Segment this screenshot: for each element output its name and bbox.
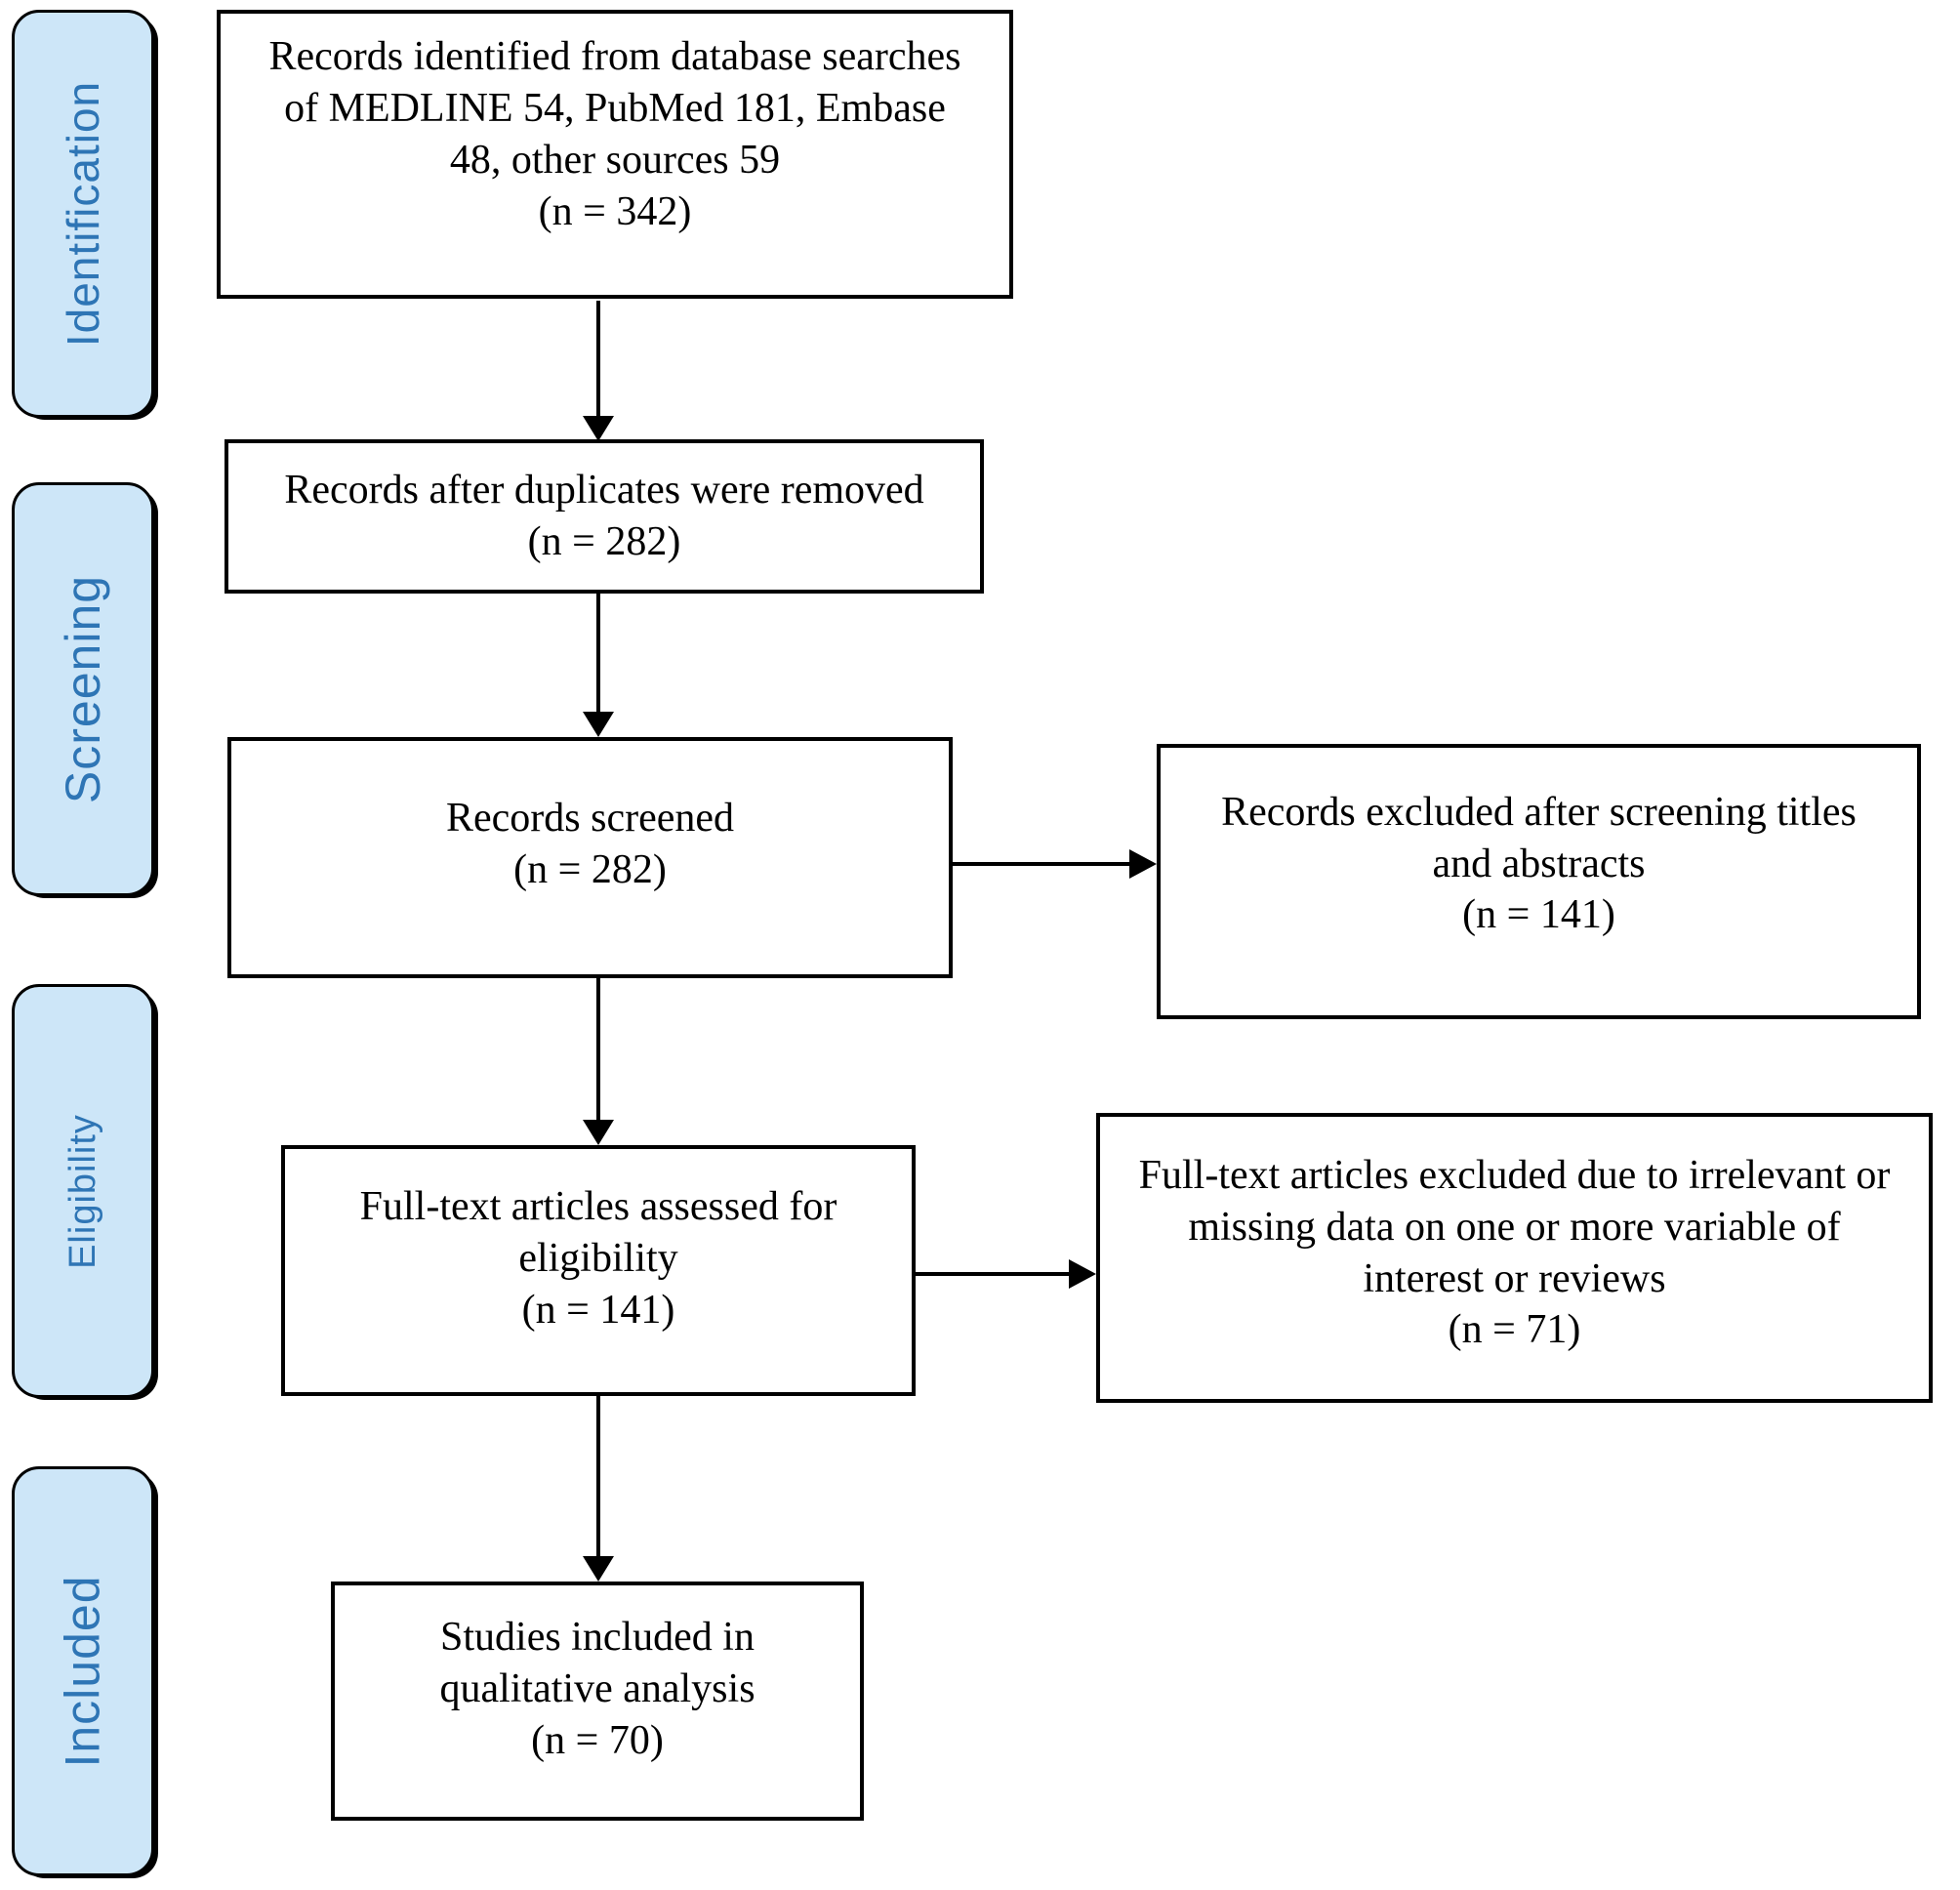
arrowhead-down-icon <box>583 416 614 441</box>
arrowhead-down-icon <box>583 1120 614 1145</box>
stage-label-text: Eligibility <box>61 1113 103 1269</box>
stage-label-text: Screening <box>56 574 110 804</box>
box-fulltext-excluded: Full-text articles excluded due to irrel… <box>1096 1113 1933 1403</box>
connector-fulltext-to-included <box>596 1396 600 1560</box>
stage-label-identification: Identification <box>12 10 154 418</box>
box-records-excluded: Records excluded after screening titles … <box>1157 744 1921 1019</box>
box-studies-included: Studies included in qualitative analysis… <box>331 1582 864 1821</box>
box-records-identified: Records identified from database searche… <box>217 10 1013 299</box>
connector-screened-to-fulltext <box>596 978 600 1124</box>
arrowhead-right-icon <box>1129 849 1157 879</box>
arrowhead-down-icon <box>583 1556 614 1582</box>
box-duplicates-removed: Records after duplicates were removed (n… <box>225 439 984 594</box>
box-records-screened: Records screened (n = 282) <box>227 737 953 978</box>
connector-screened-to-excluded <box>953 862 1131 866</box>
stage-label-text: Identification <box>58 80 108 348</box>
stage-label-text: Included <box>56 1575 111 1768</box>
connector-identified-to-duplicates <box>596 301 600 420</box>
box-fulltext-assessed: Full-text articles assessed for eligibil… <box>281 1145 916 1396</box>
stage-label-eligibility: Eligibility <box>12 984 154 1398</box>
connector-duplicates-to-screened <box>596 594 600 716</box>
connector-fulltext-to-excluded <box>916 1272 1071 1276</box>
arrowhead-down-icon <box>583 712 614 737</box>
stage-label-included: Included <box>12 1466 154 1876</box>
stage-label-screening: Screening <box>12 482 154 896</box>
arrowhead-right-icon <box>1069 1259 1096 1289</box>
